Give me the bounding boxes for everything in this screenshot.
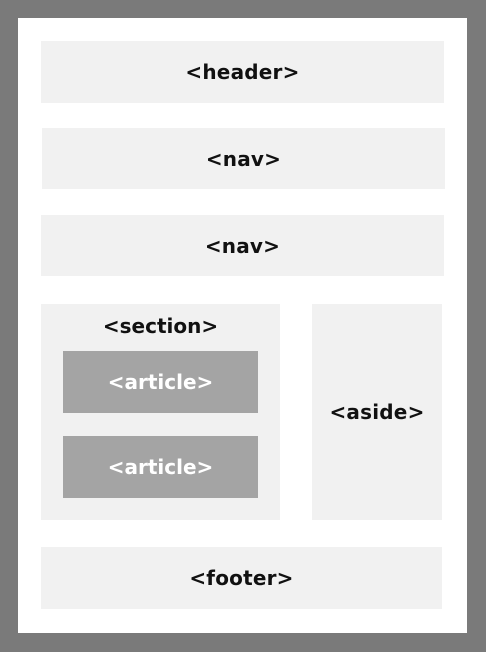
- header-label: <header>: [185, 60, 300, 84]
- html5-layout-diagram: <header> <nav> <nav> <section> <article>…: [18, 18, 467, 633]
- article-block-top: <article>: [63, 351, 258, 413]
- aside-label: <aside>: [329, 400, 425, 424]
- nav-block-top: <nav>: [42, 128, 445, 189]
- article-label-top: <article>: [107, 370, 214, 394]
- section-block: <section> <article> <article>: [41, 304, 280, 520]
- footer-block: <footer>: [41, 547, 442, 609]
- article-block-bottom: <article>: [63, 436, 258, 498]
- article-label-bottom: <article>: [107, 455, 214, 479]
- nav-label-bottom: <nav>: [204, 233, 281, 258]
- header-block: <header>: [41, 41, 444, 103]
- aside-block: <aside>: [312, 304, 442, 520]
- section-label: <section>: [102, 314, 219, 338]
- nav-label-top: <nav>: [205, 146, 282, 171]
- nav-block-bottom: <nav>: [41, 215, 444, 276]
- footer-label: <footer>: [189, 566, 294, 590]
